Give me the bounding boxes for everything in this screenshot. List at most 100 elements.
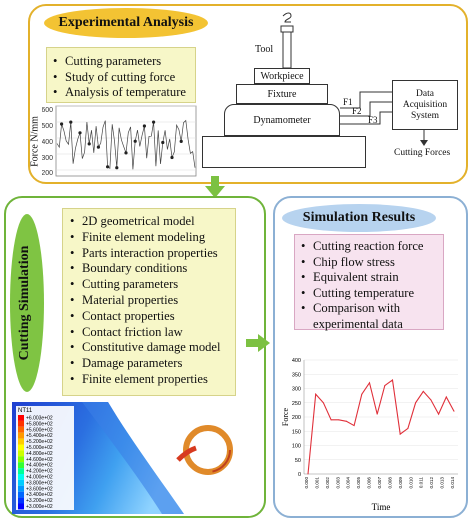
daq-arrow xyxy=(420,130,428,146)
y-axis-label: Force xyxy=(281,407,290,426)
force-signal-marker xyxy=(60,122,64,126)
x-tick-label: 0.014 xyxy=(450,477,455,489)
fixture-label: Fixture xyxy=(267,88,297,100)
force-point xyxy=(399,433,401,435)
y-tick-label: 300 xyxy=(292,387,301,393)
list-item: Material properties xyxy=(70,293,235,309)
list-item: Chip flow stress xyxy=(301,255,443,271)
x-tick-label: 0.003 xyxy=(335,477,340,489)
force-signal-marker xyxy=(142,124,146,128)
force-point xyxy=(345,420,347,422)
fe-legend-value: +3.800e+02 xyxy=(26,480,53,486)
force-signal-marker xyxy=(106,165,110,169)
fe-legend-swatch xyxy=(18,444,24,451)
list-item: Constitutive damage model xyxy=(70,340,235,356)
force-signal-marker xyxy=(170,155,174,160)
fe-legend-swatch xyxy=(18,468,24,474)
x-tick-label: 0.010 xyxy=(408,477,413,489)
fe-legend-swatch xyxy=(18,450,24,457)
fe-legend-swatch xyxy=(18,420,24,427)
force-point xyxy=(430,399,432,401)
cutting-simulation-title: Cutting Simulation xyxy=(17,245,32,361)
list-item: Comparison with experimental data xyxy=(301,301,433,332)
force-ytick: 300 xyxy=(42,155,53,162)
list-item: Damage parameters xyxy=(70,356,235,372)
force-point xyxy=(376,413,378,415)
signal-cables xyxy=(340,91,392,125)
force-point xyxy=(384,385,386,387)
force-signal-marker xyxy=(124,151,128,155)
fe-legend-value: +4.400e+02 xyxy=(26,463,53,469)
simulation-results-title: Simulation Results xyxy=(282,204,436,232)
force-ytick: 200 xyxy=(42,170,53,177)
workpiece-label: Workpiece xyxy=(260,70,304,82)
list-item: Contact properties xyxy=(70,309,235,325)
y-tick-label: 400 xyxy=(292,358,301,364)
experimental-analysis-title: Experimental Analysis xyxy=(44,8,208,38)
x-tick-label: 0.011 xyxy=(419,477,424,489)
force-ytick: 400 xyxy=(42,139,53,146)
force-signal-marker xyxy=(87,142,91,146)
machine-table xyxy=(202,136,366,168)
x-tick-label: 0.013 xyxy=(440,477,445,489)
force-signal-marker xyxy=(78,131,82,135)
list-item: Finite element properties xyxy=(70,372,235,388)
fe-legend-value: +6.003e+02 xyxy=(26,416,53,422)
list-item: Boundary conditions xyxy=(70,261,235,277)
force-point xyxy=(315,393,317,395)
force-signal-marker xyxy=(179,139,183,143)
simulation-items-list: 2D geometrical model Finite element mode… xyxy=(70,214,235,388)
x-axis-label: Time xyxy=(372,502,391,512)
results-items-list: Cutting reaction force Chip flow stress … xyxy=(301,239,443,333)
force-ytick: 500 xyxy=(42,123,53,130)
fe-legend-value: +5.000e+02 xyxy=(26,445,53,451)
list-item: Cutting parameters xyxy=(53,54,195,70)
force-point xyxy=(322,402,324,404)
data-acquisition-box: Data Acquisition System xyxy=(392,80,458,130)
fe-legend-swatch xyxy=(18,415,24,421)
x-tick-label: 0.006 xyxy=(367,477,372,489)
fe-legend-value: +3.600e+02 xyxy=(26,486,53,492)
force-series-line xyxy=(307,379,455,475)
force-signal-chart: 600 500 400 300 200 xyxy=(42,105,197,177)
list-item: Study of cutting force xyxy=(53,70,195,86)
force-point xyxy=(422,390,424,392)
down-arrow-icon xyxy=(205,176,225,198)
fe-legend-swatch xyxy=(18,485,24,492)
force-point xyxy=(407,427,409,429)
y-tick-label: 200 xyxy=(292,415,301,421)
fe-legend-value: +5.400e+02 xyxy=(26,433,53,439)
right-arrow-icon xyxy=(246,334,270,352)
fe-legend-swatch xyxy=(18,438,24,445)
experimental-items-list: Cutting parameters Study of cutting forc… xyxy=(53,54,195,101)
force-point xyxy=(445,396,447,398)
fixture-block: Fixture xyxy=(236,84,328,104)
y-tick-label: 0 xyxy=(298,472,301,478)
force-point xyxy=(453,410,455,412)
experimental-items-box: Cutting parameters Study of cutting forc… xyxy=(46,47,196,103)
tool-icon xyxy=(280,12,294,68)
f1-label: F1 xyxy=(343,97,353,107)
fe-legend-swatch xyxy=(18,497,24,504)
simulation-items-box: 2D geometrical model Finite element mode… xyxy=(62,208,236,396)
fe-legend-value: +4.200e+02 xyxy=(26,469,53,475)
force-point xyxy=(307,473,309,475)
force-signal-marker xyxy=(96,145,100,149)
y-tick-label: 100 xyxy=(292,444,301,450)
results-items-box: Cutting reaction force Chip flow stress … xyxy=(294,234,444,333)
force-signal-marker xyxy=(161,140,165,145)
y-tick-label: 350 xyxy=(292,372,301,378)
fe-legend-value: +3.000e+02 xyxy=(26,504,53,510)
daq-label: Data Acquisition System xyxy=(402,88,448,121)
x-tick-label: 0.002 xyxy=(325,477,330,489)
list-item: Parts interaction properties xyxy=(70,246,235,262)
tool-label: Tool xyxy=(255,44,274,55)
fe-legend-swatch xyxy=(18,503,24,510)
dynamometer-block: Dynamometer xyxy=(224,104,340,136)
list-item: Cutting parameters xyxy=(70,277,235,293)
workpiece-block: Workpiece xyxy=(254,68,310,84)
y-tick-label: 250 xyxy=(292,401,301,407)
fe-legend-value: +4.800e+02 xyxy=(26,451,53,457)
x-tick-label: 0.008 xyxy=(387,477,392,489)
